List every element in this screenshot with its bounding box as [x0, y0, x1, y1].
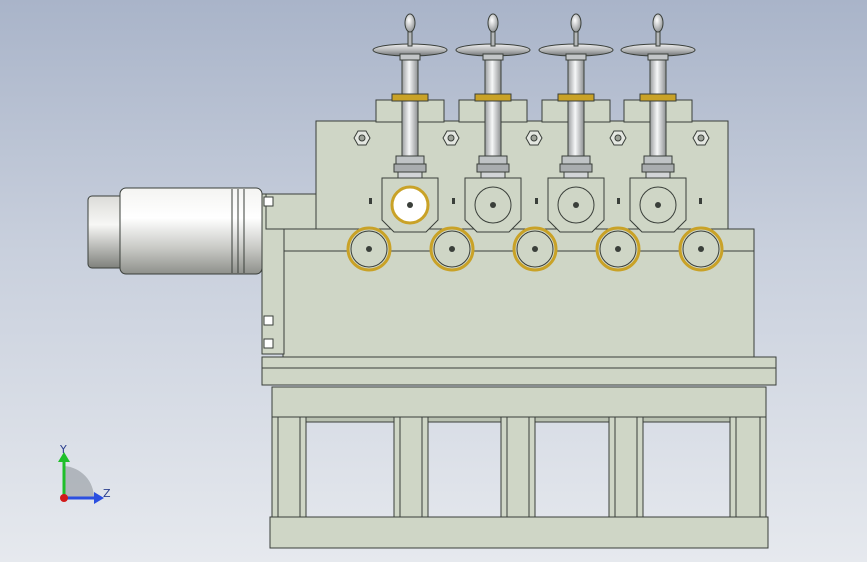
handle-knob [652, 13, 664, 33]
adjuster-nut [478, 155, 508, 165]
z-axis-arrowhead [94, 492, 104, 504]
stand-leg [608, 416, 644, 518]
lower-roller-center [615, 246, 621, 252]
adjuster-nut [561, 155, 591, 165]
gearbox-bolt [263, 338, 274, 349]
triad-plane-indicator [64, 466, 95, 498]
adjuster-nut [480, 171, 506, 179]
upper-roller-center [490, 202, 496, 208]
motor-endcap [87, 195, 125, 269]
lower-roller-center [698, 246, 704, 252]
lower-roller-inner [516, 230, 554, 268]
handle-knob [570, 13, 582, 33]
stand-leg [393, 416, 429, 518]
adjuster-shaft [567, 57, 585, 159]
handwheel-hub [482, 53, 504, 61]
lower-roller-inner [350, 230, 388, 268]
lower-roller-center [366, 246, 372, 252]
drive-motor[interactable] [87, 187, 263, 275]
orientation-triad[interactable]: Y Z [58, 443, 111, 504]
brass-collar [639, 93, 677, 102]
lower-rollers [346, 226, 724, 272]
hex-bolt-center [447, 134, 455, 142]
hex-bolt-center [358, 134, 366, 142]
hex-bolt-center [697, 134, 705, 142]
lower-roller-inner [682, 230, 720, 268]
hex-bolt-center [614, 134, 622, 142]
adjuster-nut [563, 171, 589, 179]
brass-collar [474, 93, 512, 102]
adjuster-blocks [375, 99, 693, 123]
lower-roller-inner [433, 230, 471, 268]
stand-leg [729, 416, 767, 518]
stand-leg [500, 416, 536, 518]
lower-roller-center [532, 246, 538, 252]
handle-knob [404, 13, 416, 33]
base-plate [261, 356, 777, 386]
adjuster-nut [641, 163, 675, 173]
hex-bolt-center [530, 134, 538, 142]
upper-roller-center [655, 202, 661, 208]
tick-mark [617, 198, 620, 204]
brass-collar [557, 93, 595, 102]
z-axis-label: Z [103, 487, 111, 500]
lower-roller-center [449, 246, 455, 252]
tick-mark [452, 198, 455, 204]
adjuster-nut [476, 163, 510, 173]
y-axis-label: Y [59, 443, 67, 456]
housing-bolts [353, 130, 710, 146]
stand-legs [271, 416, 767, 518]
handwheel-hub [399, 53, 421, 61]
handle-knob [487, 13, 499, 33]
brass-collar [391, 93, 429, 102]
adjuster-nut [645, 171, 671, 179]
stand-leg [271, 416, 307, 518]
upper-roller-center [407, 202, 413, 208]
lower-roller-inner [599, 230, 637, 268]
tick-mark [369, 198, 372, 204]
handwheel-hub [647, 53, 669, 61]
stand-top-rail [271, 386, 767, 418]
upper-roller-center [573, 202, 579, 208]
adjuster-nut [393, 163, 427, 173]
gearbox [261, 193, 317, 355]
handwheel-adjusters[interactable] [369, 13, 702, 233]
adjuster-shaft [484, 57, 502, 159]
tick-mark [535, 198, 538, 204]
stand-bottom-rail [269, 516, 769, 549]
gearbox-bolt [263, 315, 274, 326]
triad-origin [60, 494, 68, 502]
adjuster-nut [397, 171, 423, 179]
gearbox-cap [265, 193, 317, 230]
gearbox-bolt [263, 196, 274, 207]
handwheel-hub [565, 53, 587, 61]
adjuster-shaft [649, 57, 667, 159]
tick-mark [699, 198, 702, 204]
adjuster-shaft [401, 57, 419, 159]
base-stand [269, 386, 769, 549]
motor-housing [119, 187, 263, 275]
adjuster-nut [643, 155, 673, 165]
adjuster-nut [559, 163, 593, 173]
adjuster-nut [395, 155, 425, 165]
y-axis-arrowhead [58, 452, 70, 462]
